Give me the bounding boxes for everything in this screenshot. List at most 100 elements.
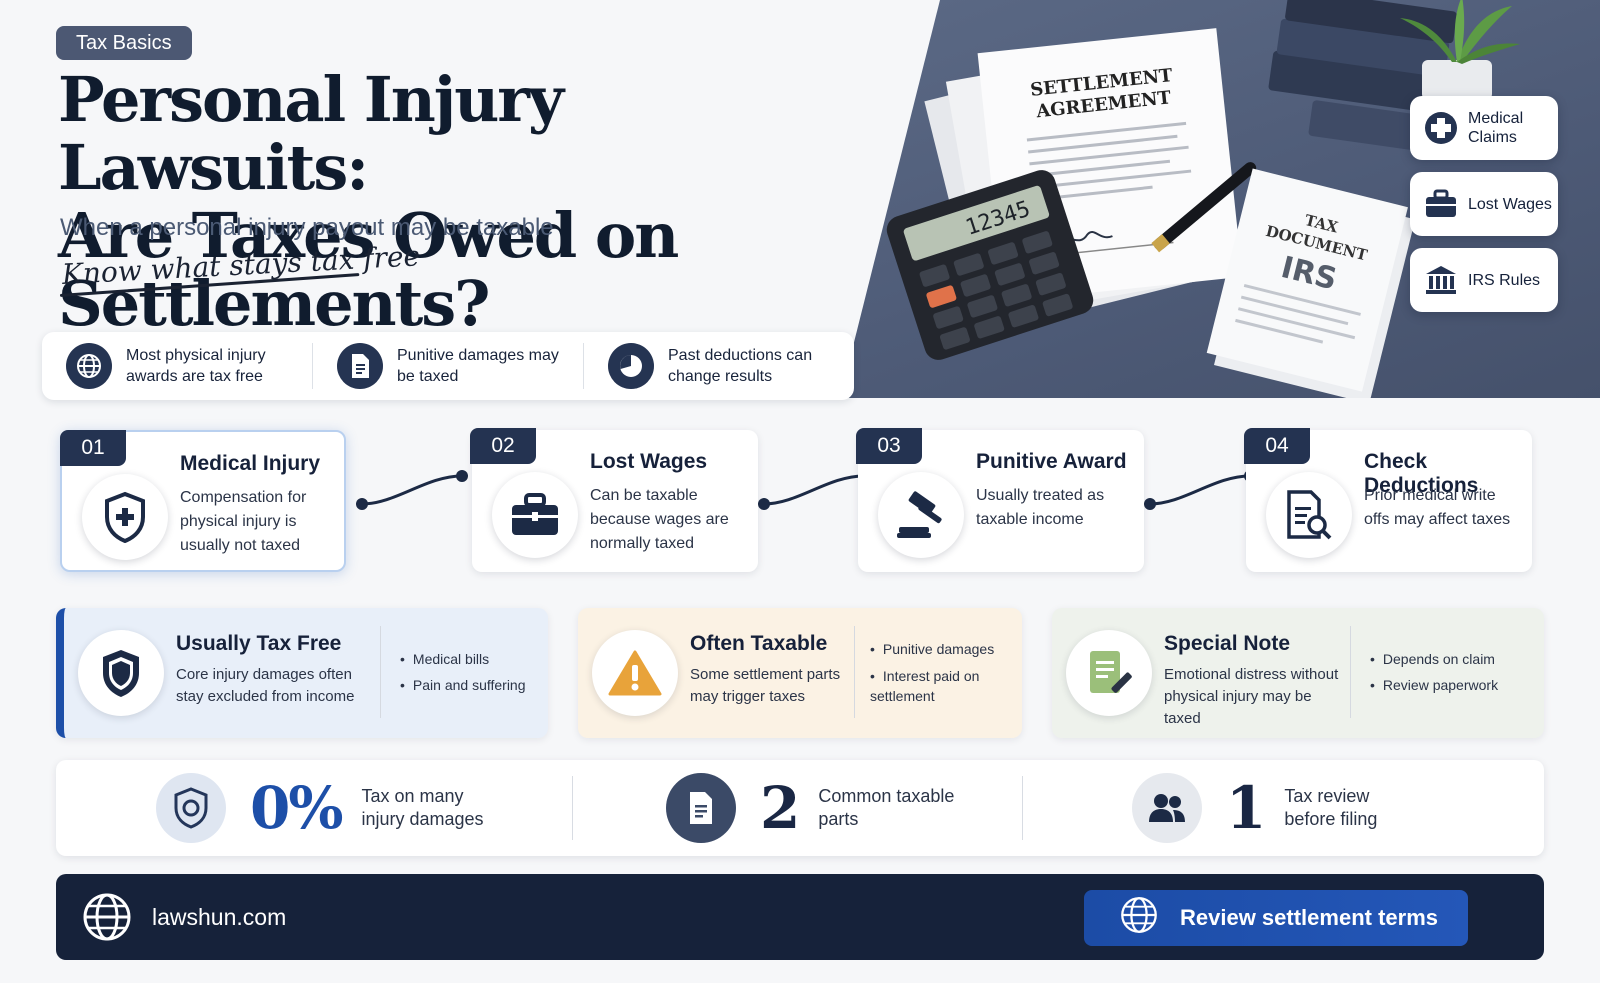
globe-icon [1120, 896, 1158, 940]
users-icon [1132, 773, 1202, 843]
shield-badge-icon [156, 773, 226, 843]
category-title: Special Note [1164, 632, 1291, 655]
step-connector [1144, 470, 1256, 510]
step-body: Usually treated as taxable income [976, 487, 1105, 528]
step-card-1: 01 Medical Injury Compensation for physi… [60, 430, 346, 572]
fact-item: Punitive damages may be taxed [312, 343, 583, 389]
fact-item: Past deductions can change results [583, 343, 854, 389]
list-item: Medical bills [400, 646, 526, 672]
divider [1022, 776, 1023, 840]
cta-label: Review settlement terms [1180, 905, 1438, 930]
list-item: Review paperwork [1370, 672, 1498, 698]
chip-label: Medical Claims [1468, 110, 1524, 146]
note-pencil-icon [1066, 630, 1152, 716]
step-connector [758, 470, 870, 510]
bank-icon [1424, 263, 1458, 297]
document-icon [666, 773, 736, 843]
page-subtitle: When a personal injury payout may be tax… [60, 214, 554, 241]
warning-icon [592, 630, 678, 716]
list-item: Pain and suffering [400, 672, 526, 698]
category-list: Punitive damages Interest paid on settle… [870, 636, 1018, 706]
category-body: Emotional distress without physical inju… [1164, 666, 1339, 727]
step-title: Lost Wages [590, 450, 708, 473]
step-card-3: 03 Punitive Award Usually treated as tax… [856, 428, 1144, 572]
stat-item: 0% Tax on many injury damages [156, 772, 501, 844]
stats-bar: 0% Tax on many injury damages 2 Common t… [56, 760, 1544, 856]
stat-value: 2 [760, 774, 800, 842]
category-list: Depends on claim Review paperwork [1370, 646, 1498, 698]
chip-medical-claims: Medical Claims [1410, 96, 1558, 160]
step-title: Punitive Award [976, 450, 1127, 473]
fact-text: Most physical injury awards are tax free [126, 347, 266, 385]
step-number: 03 [856, 428, 922, 464]
stat-value: 1 [1226, 774, 1266, 842]
stat-label: Tax review before filing [1284, 786, 1378, 829]
key-facts-bar: Most physical injury awards are tax free… [42, 332, 854, 400]
category-body: Core injury damages often stay excluded … [176, 666, 355, 705]
hero-photo: SETTLEMENT AGREEMENT [840, 0, 1600, 398]
category-special-note: Special Note Emotional distress without … [1052, 608, 1544, 738]
stat-item: 1 Tax review before filing [1132, 772, 1424, 844]
category-tag: Tax Basics [56, 26, 192, 60]
category-body: Some settlement parts may trigger taxes [690, 666, 841, 705]
document-search-icon [1266, 472, 1352, 558]
category-title: Usually Tax Free [176, 632, 342, 655]
hero-illustration: SETTLEMENT AGREEMENT [886, 0, 1520, 398]
title-line-1: Personal Injury Lawsuits: [58, 63, 564, 204]
category-often-taxable: Often Taxable Some settlement parts may … [578, 608, 1022, 738]
category-title: Often Taxable [690, 632, 828, 655]
fact-text: Punitive damages may be taxed [397, 347, 559, 385]
globe-icon [66, 343, 112, 389]
category-tax-free: Usually Tax Free Core injury damages oft… [56, 608, 548, 738]
step-connector [356, 470, 468, 510]
step-body: Compensation for physical injury is usua… [180, 489, 307, 554]
plant [1400, 0, 1520, 100]
calculator: 12345 [886, 170, 1094, 360]
chip-irs-rules: IRS Rules [1410, 248, 1558, 312]
list-item: Depends on claim [1370, 646, 1498, 672]
stat-label: Common taxable parts [818, 786, 955, 829]
medical-cross-icon [1424, 111, 1458, 145]
website-link[interactable]: lawshun.com [152, 904, 287, 930]
chip-label: Lost Wages [1468, 195, 1552, 213]
books-stack [1268, 0, 1457, 152]
step-body: Prior medical write offs may affect taxe… [1364, 487, 1511, 528]
stat-label: Tax on many injury damages [361, 786, 484, 829]
globe-icon [82, 892, 132, 942]
divider [380, 626, 381, 718]
list-item: Punitive damages [870, 636, 1018, 662]
footer-bar: lawshun.com Review settlement terms [56, 874, 1544, 960]
fountain-pen [1151, 162, 1257, 253]
document-icon [337, 343, 383, 389]
shield-cross-icon [82, 474, 168, 560]
title-line-2: Are Taxes Owed on Settlements? [58, 199, 679, 340]
list-item: Interest paid on settlement [870, 666, 1018, 706]
divider [572, 776, 573, 840]
step-number: 02 [470, 428, 536, 464]
step-number: 04 [1244, 428, 1310, 464]
chip-lost-wages: Lost Wages [1410, 172, 1558, 236]
briefcase-icon [1424, 187, 1458, 221]
stat-value: 0% [250, 774, 343, 842]
stat-item: 2 Common taxable parts [666, 772, 958, 844]
review-settlement-button[interactable]: Review settlement terms [1084, 890, 1468, 946]
chip-label: IRS Rules [1468, 271, 1541, 289]
step-title: Medical Injury [180, 452, 321, 475]
divider [854, 626, 855, 718]
briefcase-icon [492, 472, 578, 558]
category-list: Medical bills Pain and suffering [400, 646, 526, 698]
divider [1350, 626, 1351, 718]
pie-chart-icon [608, 343, 654, 389]
step-body: Can be taxable because wages are normall… [590, 487, 729, 552]
tax-document: TAX DOCUMENT IRS [1206, 168, 1416, 398]
step-number: 01 [60, 430, 126, 466]
step-card-4: 04 Check Deductions Prior medical write … [1244, 428, 1532, 572]
fact-text: Past deductions can change results [668, 347, 813, 385]
shield-icon [78, 630, 164, 716]
page-title: Personal Injury Lawsuits: Are Taxes Owed… [58, 66, 888, 338]
gavel-icon [878, 472, 964, 558]
step-card-2: 02 Lost Wages Can be taxable because wag… [470, 428, 758, 572]
step-title: Check Deductions [1364, 450, 1479, 497]
fact-item: Most physical injury awards are tax free [42, 343, 312, 389]
